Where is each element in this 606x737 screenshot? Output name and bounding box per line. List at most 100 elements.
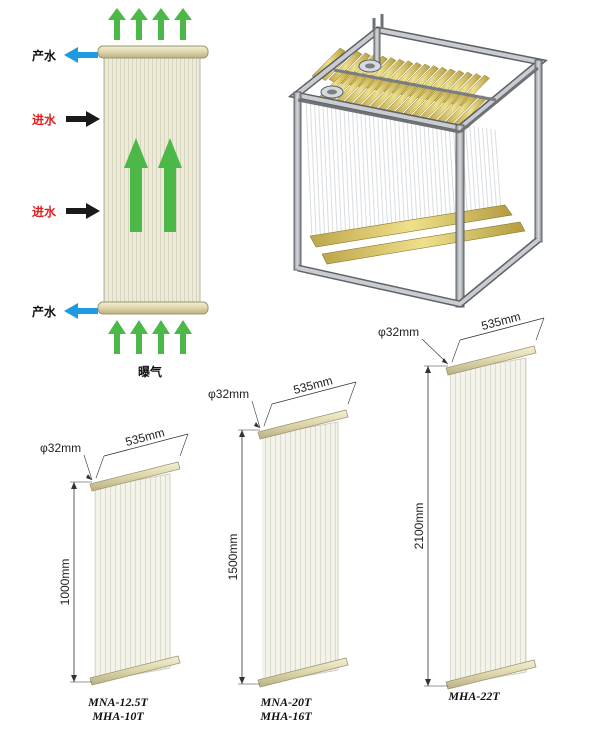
diameter-label: φ32mm (208, 387, 249, 401)
fiber-line (309, 98, 317, 238)
dimension-arrowhead (254, 422, 260, 428)
dimension-arrowhead (442, 358, 448, 364)
product-water-label-top: 产水 (32, 48, 57, 63)
fiber-line (376, 109, 384, 228)
up-arrow-icon (124, 138, 148, 232)
fiber-line (473, 125, 481, 215)
up-arrow-icon (152, 8, 170, 40)
extension-line (95, 455, 105, 479)
dimension-arrowhead (71, 675, 77, 682)
module-drawings: 1000mm535mmφ32mmMNA-12.5TMHA-10T1500mm53… (40, 309, 545, 723)
fiber-line (410, 115, 418, 224)
extension-line (179, 433, 189, 457)
left-arrow-icon (64, 47, 98, 63)
fiber-line (330, 102, 338, 235)
fiber-line (494, 129, 502, 212)
bottom-header (97, 301, 209, 315)
fiber-line (431, 118, 439, 221)
fiber-line (339, 103, 347, 234)
fiber-line (427, 118, 435, 221)
diameter-leader-line (251, 400, 261, 429)
fiber-line (326, 101, 334, 236)
up-arrow-icon (108, 8, 126, 40)
fiber-line (423, 117, 431, 222)
fiber-line (418, 116, 426, 222)
dimension-arrowhead (239, 677, 245, 684)
membrane-element (103, 54, 201, 306)
fiber-line (347, 104, 355, 233)
fiber-line (444, 121, 452, 219)
up-arrow-icon (108, 320, 126, 354)
height-dimension-label: 2100mm (412, 503, 426, 550)
height-dimension-label: 1000mm (58, 559, 72, 606)
diameter-label: φ32mm (378, 325, 419, 339)
module-membrane (449, 357, 527, 687)
module-membrane (93, 473, 171, 683)
flow-diagram: 产水 进水 进水 产水 曝气 (32, 8, 209, 379)
dimension-arrowhead (425, 679, 431, 686)
up-arrow-icon (130, 8, 148, 40)
dimension-arrowhead (86, 474, 92, 480)
fiber-line (486, 128, 494, 213)
internal-flow-arrows (124, 138, 182, 232)
fiber-line (343, 104, 351, 233)
fiber-line (389, 111, 397, 227)
diameter-label: φ32mm (40, 441, 81, 455)
fiber-line (372, 109, 380, 229)
fiber-line (490, 128, 498, 212)
dimension-arrowhead (239, 430, 245, 437)
module-bottom-header (89, 655, 181, 686)
width-dimension-line (459, 317, 545, 341)
rack-frame (287, 14, 548, 308)
rack-flanges (320, 59, 382, 99)
module-bottom-header (257, 657, 349, 688)
rack-bottom-headers (309, 204, 526, 265)
inlet-water-label-lower: 进水 (32, 204, 57, 219)
top-header (97, 45, 209, 59)
extension-line (535, 317, 545, 341)
extension-line (347, 381, 357, 405)
fiber-line (481, 127, 489, 213)
fiber-line (385, 111, 393, 227)
dimension-arrowhead (425, 366, 431, 373)
model-name: MHA-22T (447, 689, 500, 703)
fiber-line (355, 106, 363, 231)
model-name: MHA-16T (259, 709, 312, 723)
fiber-line (360, 107, 368, 231)
module-top-header (89, 461, 181, 492)
up-arrow-icon (174, 8, 192, 40)
fiber-line (414, 116, 422, 223)
fiber-line (351, 105, 359, 232)
module-top-header (445, 345, 537, 376)
model-name: MNA-12.5T (87, 695, 148, 709)
membrane-rack-3d (287, 14, 548, 308)
height-dimension-label: 1500mm (226, 534, 240, 581)
diameter-leader-line (83, 454, 93, 481)
module-membrane (261, 421, 339, 685)
fiber-line (439, 120, 447, 219)
fiber-line (318, 100, 326, 237)
product-water-label-bottom: 产水 (32, 304, 57, 319)
fiber-line (469, 125, 477, 215)
fiber-line (477, 126, 485, 214)
up-arrow-icon (158, 138, 182, 232)
fiber-line (465, 124, 473, 216)
extension-line (263, 403, 273, 427)
fiber-line (368, 108, 376, 230)
fiber-line (402, 114, 410, 225)
fiber-line (448, 121, 456, 218)
aeration-arrows (108, 320, 192, 354)
right-arrow-icon (66, 203, 100, 219)
inlet-water-label-upper: 进水 (32, 112, 57, 127)
up-arrow-icon (130, 320, 148, 354)
fiber-line (435, 119, 443, 220)
fiber-line (397, 113, 405, 225)
fiber-line (393, 112, 401, 226)
width-dimension-line (103, 433, 189, 457)
aeration-label: 曝气 (138, 364, 162, 379)
model-name: MNA-20T (260, 695, 312, 709)
